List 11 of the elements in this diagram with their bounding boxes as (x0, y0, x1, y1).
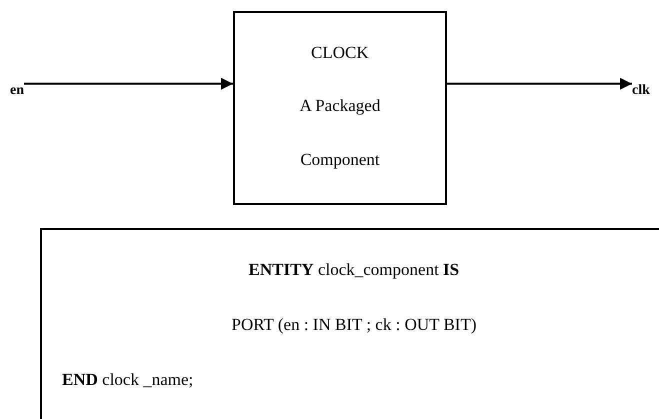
component-box (233, 11, 447, 205)
component-label: CLOCK (311, 43, 369, 63)
signal-name: en (10, 83, 24, 99)
code-panel (40, 228, 659, 419)
component-label: A Packaged Component (298, 95, 382, 171)
code-line: END clock _name; (62, 370, 194, 390)
signal-name: clk (632, 83, 650, 99)
code-line: ENTITY clock_component IS (248, 260, 460, 280)
arrow (24, 78, 233, 90)
arrow (447, 78, 632, 90)
code-line: PORT (en : IN BIT ; ck : OUT BIT) (232, 315, 476, 335)
